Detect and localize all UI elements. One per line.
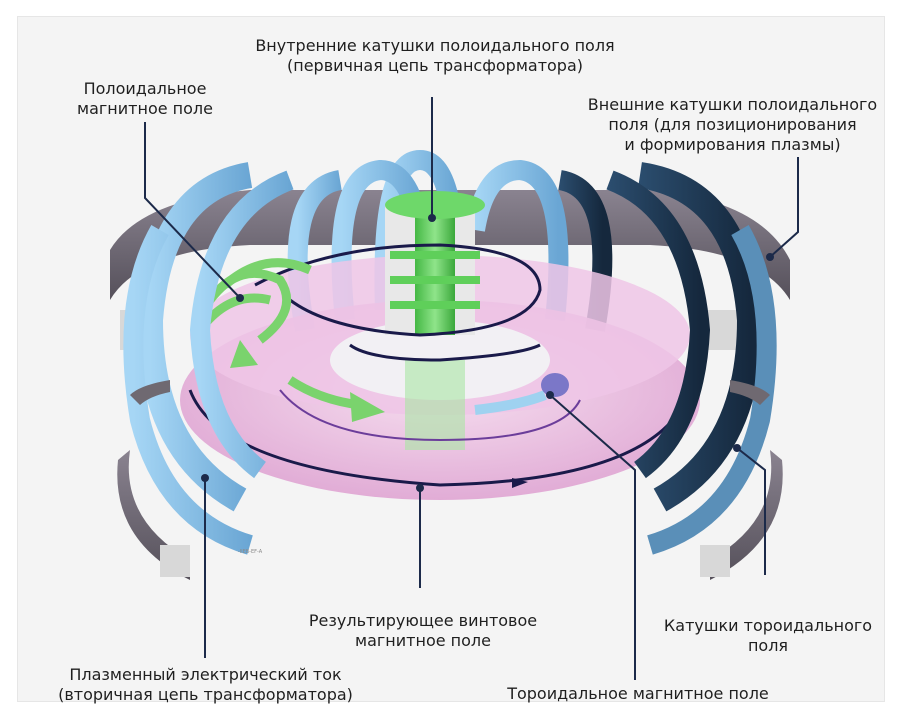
label-poloidal-field-line2: магнитное поле	[50, 99, 240, 119]
label-toroidal-field: Тороидальное магнитное поле	[478, 684, 798, 704]
label-inner-poloidal-coils: Внутренние катушки полоидального поля (п…	[205, 36, 665, 76]
label-helical-field-line2: магнитное поле	[278, 631, 568, 651]
label-helical-field: Результирующее винтовое магнитное поле	[278, 611, 568, 651]
label-inner-coils-line1: Внутренние катушки полоидального поля	[205, 36, 665, 56]
label-toroidal-coils-line2: поля	[648, 636, 888, 656]
figure-code-text: -IIEB-EF-A	[225, 549, 275, 555]
label-toroidal-field-line1: Тороидальное магнитное поле	[478, 684, 798, 704]
label-plasma-current: Плазменный электрический ток (вторичная …	[18, 665, 393, 705]
label-outer-poloidal-coils: Внешние катушки полоидального поля (для …	[580, 95, 885, 155]
label-inner-coils-line2: (первичная цепь трансформатора)	[205, 56, 665, 76]
label-toroidal-coils-line1: Катушки тороидального	[648, 616, 888, 636]
label-outer-coils-line2: поля (для позиционирования	[580, 115, 885, 135]
label-toroidal-coils: Катушки тороидального поля	[648, 616, 888, 656]
figure-code-mark: -IIEB-EF-A	[225, 549, 275, 555]
label-plasma-current-line2: (вторичная цепь трансформатора)	[18, 685, 393, 705]
label-plasma-current-line1: Плазменный электрический ток	[18, 665, 393, 685]
label-poloidal-field: Полоидальное магнитное поле	[50, 79, 240, 119]
label-outer-coils-line3: и формирования плазмы)	[580, 135, 885, 155]
label-poloidal-field-line1: Полоидальное	[50, 79, 240, 99]
label-helical-field-line1: Результирующее винтовое	[278, 611, 568, 631]
label-outer-coils-line1: Внешние катушки полоидального	[580, 95, 885, 115]
